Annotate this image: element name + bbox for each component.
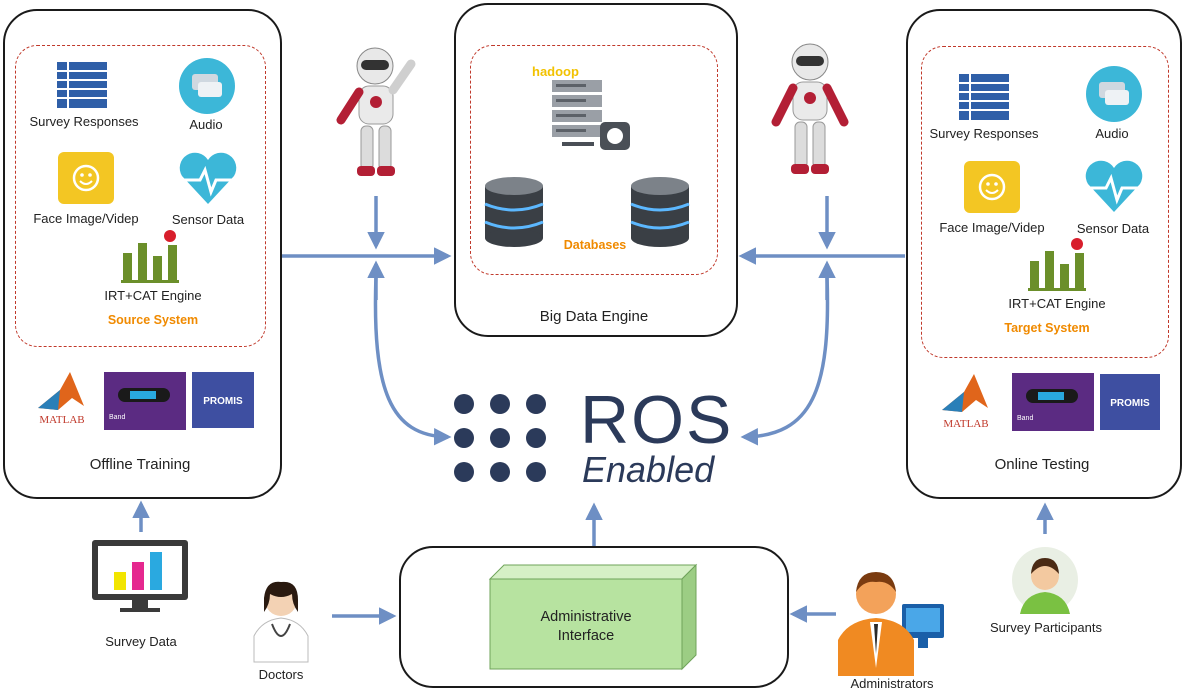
survey-data-label: Survey Data: [105, 634, 177, 649]
online-testing-title: Online Testing: [994, 456, 1090, 473]
admin-interface-label: Administrative Interface: [490, 608, 682, 646]
promis-logo: PROMIS: [1100, 374, 1160, 430]
irt-cat-engine-icon: [1028, 238, 1086, 291]
matlab-logo-text: MATLAB: [943, 418, 988, 430]
big-data-engine-panel: [454, 3, 738, 337]
source-system-box: [15, 45, 266, 347]
survey-responses-icon: [57, 62, 107, 108]
left-audio-label: Audio: [189, 117, 223, 132]
target-system-label: Target System: [1004, 321, 1090, 335]
admin-interface-line2: Interface: [557, 628, 615, 644]
survey-responses-icon: [959, 74, 1009, 120]
left-survey-responses-label: Survey Responses: [29, 114, 139, 129]
matlab-logo: MATLAB: [942, 374, 989, 430]
microsoft-band-logo: Band: [104, 372, 186, 430]
promis-logo: PROMIS: [192, 372, 254, 428]
hadoop-logo-text: hadoop: [532, 64, 579, 79]
left-sensor-data-label: Sensor Data: [171, 212, 245, 227]
band-logo-text: Band: [1017, 415, 1034, 422]
target-system-box: [921, 46, 1169, 358]
admin-interface-line1: Administrative: [540, 609, 632, 625]
robot-left-icon: [336, 47, 416, 176]
band-logo-text: Band: [109, 414, 126, 421]
matlab-logo-text: MATLAB: [39, 414, 84, 426]
left-face-image-label: Face Image/Videp: [33, 211, 139, 226]
right-sensor-data-label: Sensor Data: [1076, 221, 1150, 236]
right-face-image-label: Face Image/Videp: [939, 220, 1045, 235]
ros-enabled: Enabled: [582, 449, 715, 490]
sensor-data-icon: [1085, 160, 1143, 212]
audio-icon: [179, 58, 235, 114]
databases-label: Databases: [563, 238, 627, 252]
offline-training-title: Offline Training: [89, 456, 191, 473]
left-engine-label: IRT+CAT Engine: [104, 288, 202, 303]
promis-logo-text: PROMIS: [203, 396, 243, 407]
matlab-logo: MATLAB: [38, 372, 85, 426]
face-image-icon: [58, 152, 114, 204]
administrators-label: Administrators: [850, 676, 934, 691]
database-icon-2: [630, 177, 690, 247]
right-engine-label: IRT+CAT Engine: [1008, 296, 1106, 311]
right-survey-responses-label: Survey Responses: [929, 126, 1039, 141]
robot-right-icon: [771, 43, 849, 174]
doctor-icon: [253, 581, 309, 663]
promis-logo-text: PROMIS: [1110, 398, 1150, 409]
database-icon-1: [484, 177, 544, 247]
doctors-label: Doctors: [258, 667, 304, 682]
big-data-engine-title: Big Data Engine: [539, 308, 649, 325]
source-system-label: Source System: [107, 313, 199, 327]
arrow-left-curve-ros: [373, 275, 452, 446]
survey-participant-icon: [1012, 547, 1078, 614]
survey-data-monitor-icon: [92, 540, 188, 612]
face-image-icon: [964, 161, 1020, 213]
admin-interface-cube: [488, 563, 698, 671]
sensor-data-icon: [179, 152, 237, 204]
databases-box: [470, 45, 718, 275]
ros-word: ROS: [580, 382, 734, 458]
hadoop-server-icon: hadoop: [532, 64, 630, 150]
audio-icon: [1086, 66, 1142, 122]
right-audio-label: Audio: [1095, 126, 1129, 141]
microsoft-band-logo: Band: [1012, 373, 1094, 431]
ros-dots-icon: [454, 394, 546, 482]
irt-cat-engine-icon: [121, 230, 179, 283]
administrator-icon: [838, 572, 944, 676]
survey-participants-label: Survey Participants: [990, 620, 1102, 635]
arrow-right-curve-ros: [740, 275, 830, 446]
